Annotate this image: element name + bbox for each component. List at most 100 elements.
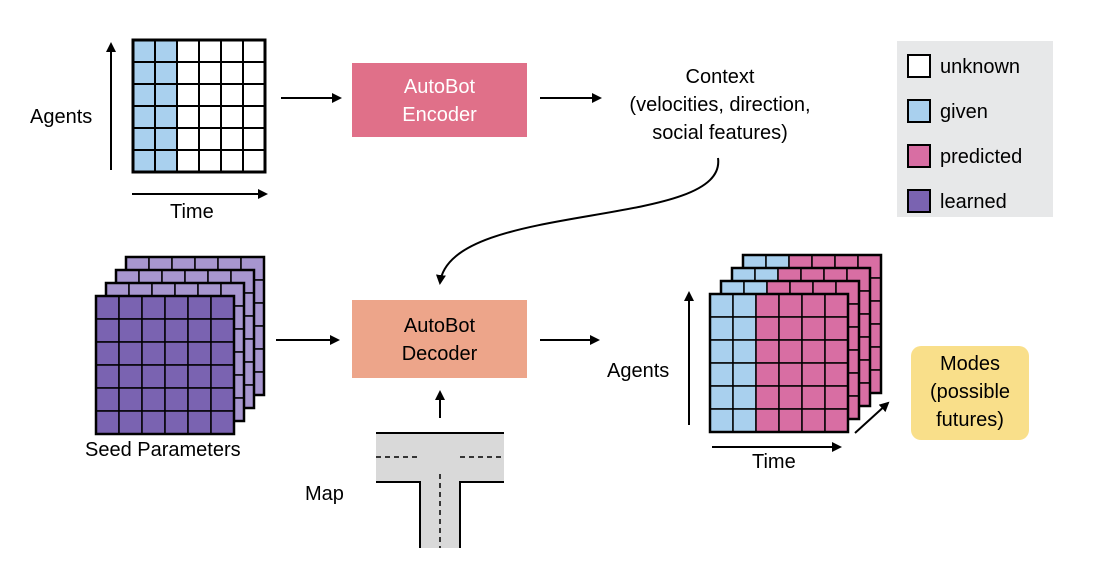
grid-cell	[198, 83, 222, 107]
grid-cell	[709, 293, 734, 318]
grid-cell	[210, 387, 235, 412]
grid-cell	[118, 364, 143, 389]
grid-cell	[164, 364, 189, 389]
grid-cell	[198, 39, 222, 63]
grid-cell	[732, 316, 757, 341]
output-predicted-stack	[708, 253, 883, 434]
grid-cell	[187, 341, 212, 366]
grid-cell	[95, 364, 120, 389]
grid-cell	[824, 385, 849, 410]
grid-cell	[220, 61, 244, 85]
modes-line1: Modes	[940, 353, 1000, 375]
grid-cell	[187, 410, 212, 435]
grid-cell	[132, 127, 156, 151]
output-grid-front	[708, 292, 850, 434]
grid-cell	[132, 105, 156, 129]
encoder-label-line2: Encoder	[402, 104, 477, 126]
legend-label-unknown: unknown	[940, 56, 1020, 78]
grid-cell	[801, 339, 826, 364]
grid-cell	[210, 295, 235, 320]
grid-cell	[709, 408, 734, 433]
grid-cell	[176, 149, 200, 173]
grid-cell	[118, 410, 143, 435]
grid-cell	[164, 387, 189, 412]
legend-item-learned: learned	[907, 189, 1007, 213]
grid-cell	[824, 408, 849, 433]
decoder-label-line2: Decoder	[402, 343, 478, 365]
legend-swatch-predicted	[907, 144, 931, 168]
input-agents-label: Agents	[30, 106, 92, 128]
legend-label-given: given	[940, 101, 988, 123]
grid-cell	[154, 105, 178, 129]
grid-cell	[118, 341, 143, 366]
grid-cell	[778, 385, 803, 410]
grid-cell	[210, 341, 235, 366]
grid-cell	[198, 61, 222, 85]
grid-cell	[732, 385, 757, 410]
grid-cell	[242, 61, 266, 85]
grid-border	[94, 294, 236, 436]
grid-cell	[242, 149, 266, 173]
encoder-label-line1: AutoBot	[404, 76, 476, 98]
grid-cell	[95, 295, 120, 320]
grid-cell	[778, 339, 803, 364]
grid-cell	[210, 364, 235, 389]
context-line1: Context	[686, 66, 755, 88]
modes-box: Modes (possible futures)	[911, 346, 1029, 440]
legend-item-unknown: unknown	[907, 54, 1020, 78]
grid-cell	[154, 83, 178, 107]
grid-cell	[242, 127, 266, 151]
grid-cell	[132, 149, 156, 173]
input-grid-cells	[131, 38, 267, 174]
grid-cell	[824, 362, 849, 387]
grid-cell	[176, 83, 200, 107]
context-text: Context (velocities, direction, social f…	[629, 66, 810, 144]
grid-cell	[801, 408, 826, 433]
grid-cell	[141, 410, 166, 435]
grid-cell	[95, 318, 120, 343]
output-agents-label: Agents	[607, 360, 669, 382]
grid-cell	[220, 149, 244, 173]
grid-border	[131, 38, 267, 174]
input-time-label: Time	[170, 201, 214, 223]
context-line2: (velocities, direction,	[629, 94, 810, 116]
seed-grid-front	[94, 294, 236, 436]
grid-cell	[709, 385, 734, 410]
legend-label-predicted: predicted	[940, 146, 1022, 168]
grid-cell	[118, 295, 143, 320]
grid-cell	[755, 385, 780, 410]
grid-cell	[778, 362, 803, 387]
grid-cell	[187, 387, 212, 412]
grid-cell	[132, 83, 156, 107]
grid-cell	[732, 339, 757, 364]
grid-cell	[164, 295, 189, 320]
grid-cell	[242, 83, 266, 107]
grid-cell	[709, 339, 734, 364]
grid-cell	[801, 293, 826, 318]
grid-cell	[824, 316, 849, 341]
grid-cell	[141, 295, 166, 320]
grid-cell	[220, 83, 244, 107]
grid-cell	[118, 318, 143, 343]
grid-cell	[95, 341, 120, 366]
grid-cell	[220, 127, 244, 151]
map-label: Map	[305, 483, 344, 505]
arrow-output-to-modes	[854, 401, 890, 434]
seed-parameters-label: Seed Parameters	[85, 439, 241, 461]
grid-cell	[210, 410, 235, 435]
legend-swatch-given	[907, 99, 931, 123]
grid-cell	[141, 341, 166, 366]
grid-cell	[141, 387, 166, 412]
grid-cell	[187, 295, 212, 320]
grid-cell	[824, 293, 849, 318]
arrow-context-to-decoder	[436, 157, 720, 285]
legend-item-predicted: predicted	[907, 144, 1022, 168]
grid-cell	[755, 293, 780, 318]
context-line3: social features)	[652, 122, 788, 144]
grid-cell	[118, 387, 143, 412]
grid-cell	[176, 61, 200, 85]
grid-border	[708, 292, 850, 434]
grid-cell	[95, 387, 120, 412]
legend: unknown given predicted learned	[897, 41, 1053, 217]
